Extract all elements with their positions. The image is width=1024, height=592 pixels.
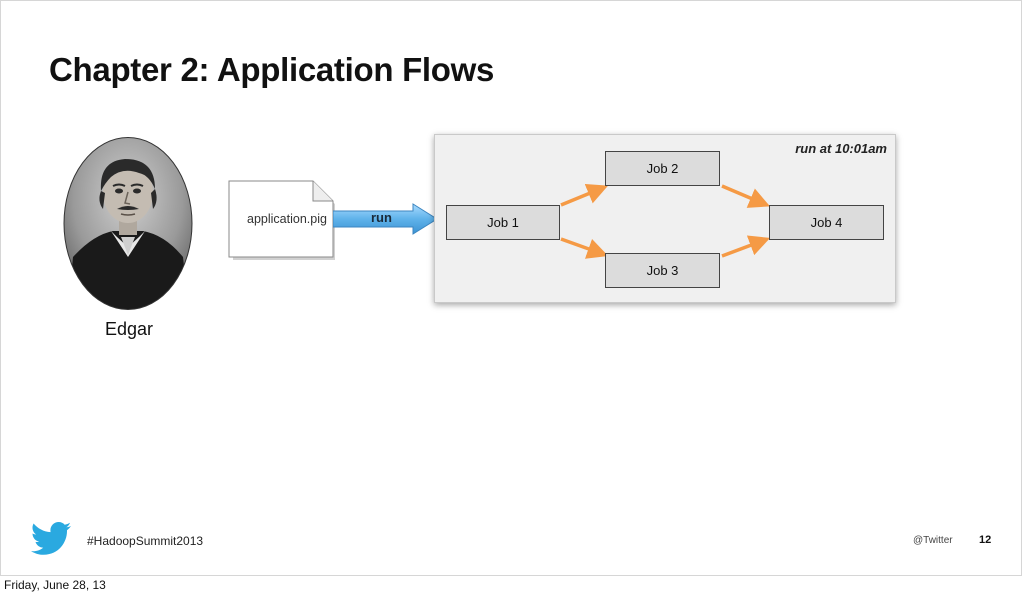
- hashtag: #HadoopSummit2013: [87, 534, 204, 548]
- flow-arrows: [560, 183, 771, 259]
- twitter-bird-icon: [31, 522, 71, 555]
- slide: Chapter 2: Application Flows: [0, 0, 1022, 576]
- job-node-4: Job 4: [769, 205, 884, 240]
- arrow-job2-job4: [721, 184, 771, 208]
- arrow-job1-job3: [560, 237, 609, 259]
- page-number: 12: [979, 534, 992, 546]
- file-label: application.pig: [247, 212, 327, 226]
- slide-title: Chapter 2: Application Flows: [49, 51, 495, 88]
- arrow-job1-job2: [560, 183, 609, 207]
- document-icon: [228, 180, 335, 260]
- portrait-photo: [63, 137, 193, 310]
- arrow-job3-job4: [721, 235, 771, 258]
- job-node-1: Job 1: [446, 205, 560, 240]
- person-label: Edgar: [105, 319, 154, 339]
- twitter-handle: @Twitter: [913, 535, 953, 546]
- footer-date: Friday, June 28, 13: [4, 578, 106, 592]
- job-flow-diagram: run at 10:01am Job 1 Job 2 Job 3 Job 4: [434, 134, 896, 303]
- run-label: run: [371, 210, 392, 225]
- run-arrow: [333, 203, 438, 235]
- run-time-label: run at 10:01am: [795, 141, 887, 156]
- job-node-3: Job 3: [605, 253, 720, 288]
- job-node-2: Job 2: [605, 151, 720, 186]
